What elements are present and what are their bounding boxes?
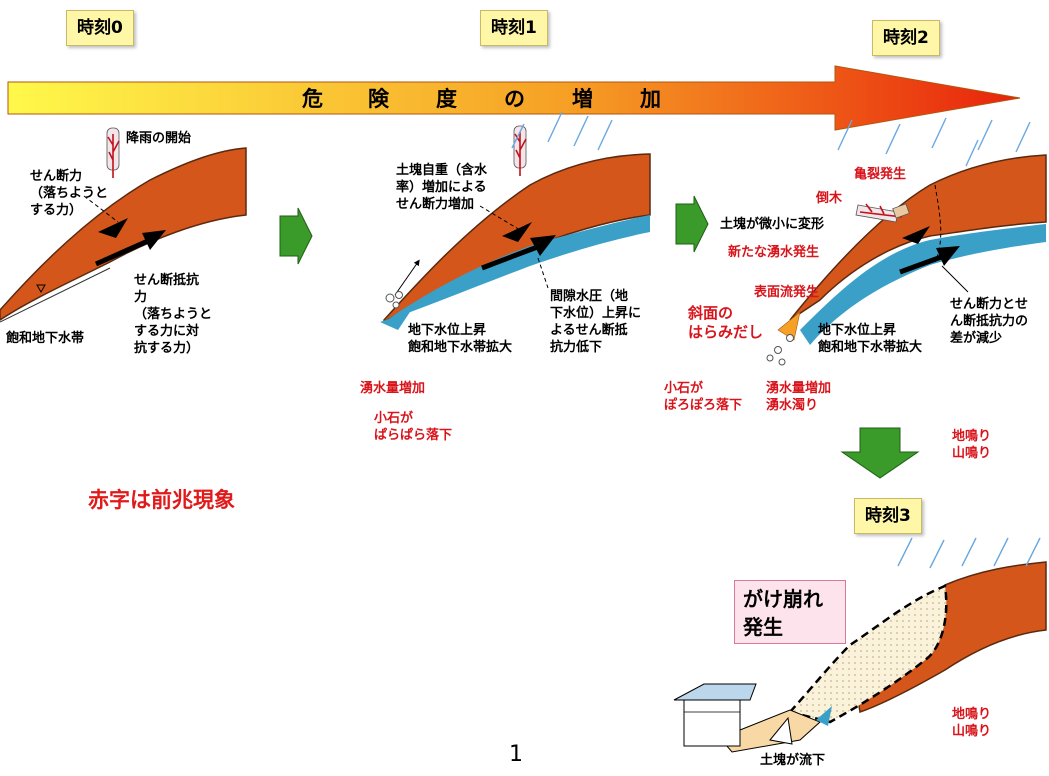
ribbon-char-3: 度	[436, 87, 457, 111]
slope-stage-2	[766, 154, 1047, 366]
shear-force-arrow	[98, 218, 128, 238]
collapsed-mass	[787, 584, 948, 724]
page-number: 1	[509, 742, 523, 767]
bulge-label: 斜面のはらみだし	[688, 304, 764, 341]
shear-force-label: せん断力（落ちようとする力）	[30, 169, 109, 218]
fallen-tree-label: 倒木	[816, 191, 843, 206]
shear-resistance-arrow	[142, 230, 166, 250]
step-arrow-3	[840, 427, 920, 479]
pore-pressure-label: 間隙水圧（地下水位）上昇によるせん断抵抗力低下	[550, 289, 642, 355]
stage-label-3: 時刻3	[854, 498, 922, 534]
surface-flow-label: 表面流発生	[754, 285, 820, 300]
slope-stage-1	[380, 125, 651, 330]
groundwater-rise-label-2: 地下水位上昇飽和地下水帯拡大	[818, 323, 923, 355]
saturated-zone-label: 飽和地下水帯	[6, 331, 85, 346]
crack-label: 亀裂発生	[854, 167, 907, 182]
house-icon	[673, 683, 757, 747]
risk-ribbon	[7, 65, 1021, 131]
stage-label-1: 時刻1	[480, 10, 548, 46]
rumble-label-3: 地鳴り山鳴り	[952, 707, 992, 739]
pebbles-label-1: 小石がぱらぱら落下	[374, 411, 453, 443]
weight-increase-label: 土塊自重（含水率）増加によるせん断力増加	[396, 163, 488, 212]
stage-label-2: 時刻2	[872, 20, 940, 56]
rain	[511, 111, 1041, 569]
pebbles-label-2: 小石がぽろぽろ落下	[664, 381, 743, 413]
debris-flow-label: 土塊が流下	[760, 753, 826, 768]
spring-label-2: 湧水量増加湧水濁り	[766, 381, 832, 413]
ribbon-char-1: 危	[302, 87, 323, 111]
diff-decrease-label: せん断力とせん断抵抗力の差が減少	[950, 297, 1029, 346]
step-arrow-2	[675, 195, 709, 253]
step-arrow-1	[279, 207, 313, 265]
stage-label-0: 時刻0	[66, 10, 134, 46]
spring-increase-label-1: 湧水量増加	[360, 381, 426, 396]
rain-start-label: 降雨の開始	[126, 131, 192, 146]
ribbon-char-4: の	[504, 87, 525, 111]
slope-stage-3	[673, 561, 1047, 753]
fallen-tree-icon	[855, 203, 910, 223]
ribbon-char-2: 険	[368, 87, 389, 111]
collapse-label: がけ崩れ発生	[734, 580, 846, 644]
deform-label: 土塊が微小に変形	[720, 217, 825, 232]
slope-stage-0	[0, 127, 247, 323]
shear-resistance-label: せん断抵抗力（落ちようとする力に対抗する力）	[134, 273, 213, 356]
rumble-label-2: 地鳴り山鳴り	[952, 429, 992, 461]
precursor-note: 赤字は前兆現象	[88, 488, 235, 512]
ribbon-char-6: 加	[640, 87, 661, 111]
ribbon-char-5: 増	[572, 87, 593, 111]
new-spring-label: 新たな湧水発生	[728, 245, 820, 260]
groundwater-rise-label-1: 地下水位上昇飽和地下水帯拡大	[408, 323, 513, 355]
